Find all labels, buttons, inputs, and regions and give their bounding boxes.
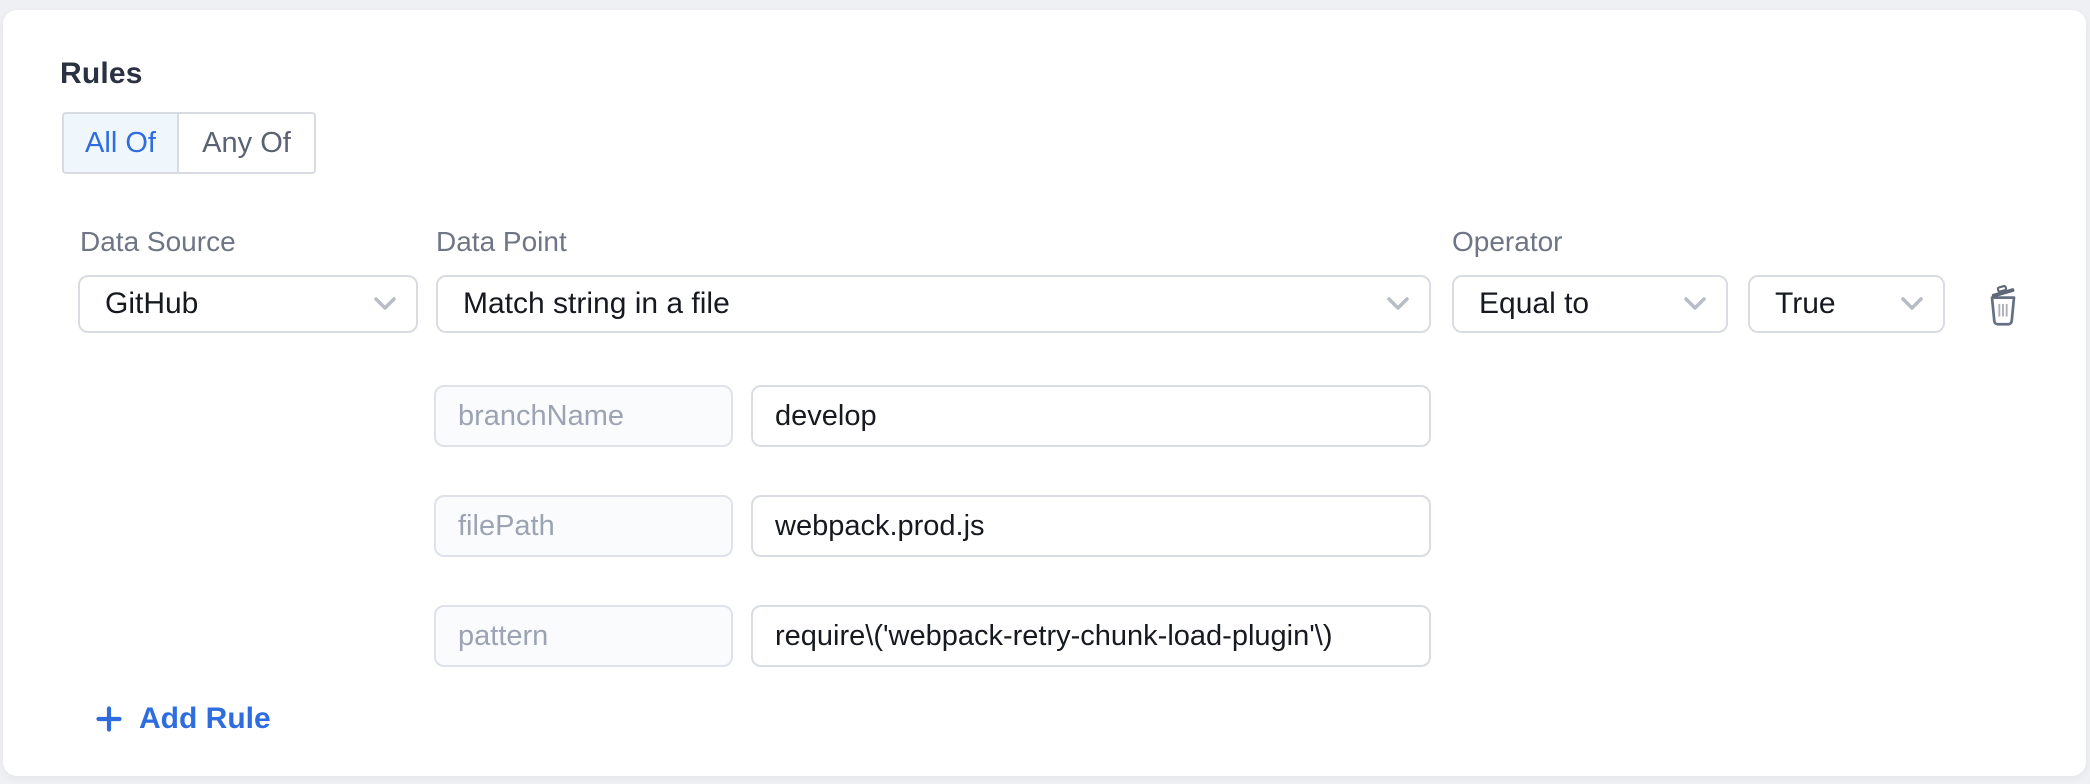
toggle-any-of[interactable]: Any Of [179, 114, 314, 172]
trash-icon [1990, 284, 2016, 326]
chevron-down-icon [1901, 297, 1923, 310]
match-mode-toggle: All Of Any Of [62, 112, 316, 174]
chevron-down-icon [374, 297, 396, 310]
data-point-label: Data Point [436, 226, 567, 257]
delete-rule-button[interactable] [1979, 280, 2027, 330]
rules-section-title: Rules [60, 57, 143, 90]
add-rule-button[interactable]: Add Rule [96, 702, 271, 736]
operator-select[interactable]: Equal to [1452, 275, 1728, 333]
operator-value: Equal to [1479, 287, 1590, 320]
operator-label: Operator [1452, 226, 1563, 257]
plus-icon [96, 706, 122, 732]
data-source-value: GitHub [105, 287, 199, 320]
param-value-branchname[interactable] [751, 385, 1431, 447]
data-point-value: Match string in a file [463, 287, 730, 320]
operand-select[interactable]: True [1748, 275, 1945, 333]
param-key-branchname[interactable] [434, 385, 733, 447]
param-key-filepath[interactable] [434, 495, 733, 557]
param-key-pattern[interactable] [434, 605, 733, 667]
data-source-select[interactable]: GitHub [78, 275, 418, 333]
param-value-filepath[interactable] [751, 495, 1431, 557]
rules-card: Rules All Of Any Of Data Source Data Poi… [3, 10, 2086, 776]
param-value-pattern[interactable] [751, 605, 1431, 667]
data-source-label: Data Source [80, 226, 236, 257]
data-point-select[interactable]: Match string in a file [436, 275, 1431, 333]
operand-value: True [1775, 287, 1836, 320]
add-rule-label: Add Rule [139, 702, 271, 735]
chevron-down-icon [1684, 297, 1706, 310]
chevron-down-icon [1387, 297, 1409, 310]
toggle-all-of[interactable]: All Of [64, 114, 179, 172]
